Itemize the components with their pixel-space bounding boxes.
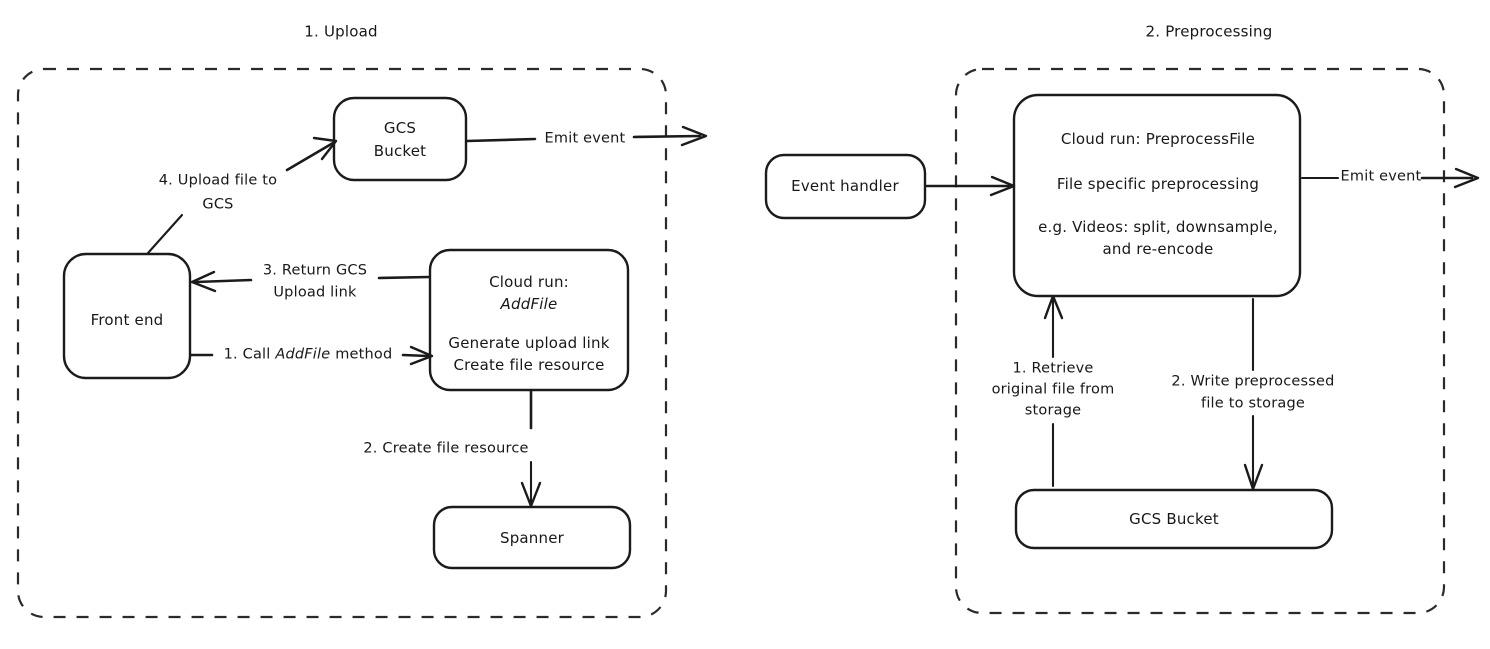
node-spanner[interactable]: [432, 505, 632, 570]
arrowhead-emit-event-right: [1453, 167, 1480, 189]
edge-label-retrieve-line3: storage: [1024, 402, 1082, 419]
edge-return-gcs-link-seg2: [194, 278, 253, 284]
node-label-preprocessfile-line4: and re-encode: [1102, 240, 1214, 258]
arrowhead-create-file-resource: [520, 481, 542, 508]
group-box-upload: [16, 67, 668, 619]
edge-label-call-addfile-ital: AddFile: [275, 346, 331, 363]
arrowhead-upload-file-to-gcs: [312, 136, 338, 161]
node-label-spanner: Spanner: [499, 529, 565, 547]
node-cloud-run-addfile[interactable]: [428, 248, 630, 392]
edge-label-call-addfile-method: 1. Call AddFile method: [224, 345, 393, 366]
edge-label-return-gcs-link-line1: 3. Return GCS: [262, 262, 368, 279]
node-label-preprocessfile-line2: File specific preprocessing: [1056, 175, 1260, 193]
edge-label-call-addfile-suffix: method: [330, 346, 393, 363]
edge-label-return-gcs-link-line2: Upload link: [273, 284, 357, 301]
group-title-upload: 1. Upload: [304, 22, 378, 41]
group-title-preprocessing: 2. Preprocessing: [1145, 22, 1273, 41]
edge-upload-file-to-gcs-lower: [146, 213, 184, 255]
edge-label-upload-file-to-gcs-line1: 4. Upload file to: [158, 172, 278, 189]
arrowhead-call-addfile: [409, 345, 434, 366]
edge-label-create-file-resource: 2. Create file resource: [363, 440, 529, 457]
edge-label-write-line1: 2. Write preprocessed: [1171, 373, 1335, 390]
node-gcs-bucket-right[interactable]: [1014, 488, 1334, 550]
edge-label-write-line2: file to storage: [1201, 395, 1305, 412]
node-label-addfile-line2: AddFile: [500, 295, 558, 313]
arrowhead-retrieve: [1043, 294, 1064, 320]
node-label-addfile-line4: Create file resource: [453, 356, 605, 374]
edge-call-addfile-seg2: [401, 353, 430, 358]
group-box-preprocessing: [954, 67, 1446, 615]
arrowhead-write: [1243, 463, 1264, 491]
edge-upload-file-to-gcs-upper: [285, 141, 335, 172]
node-label-gcs-bucket-left-line2: Bucket: [373, 142, 427, 160]
edge-label-upload-file-to-gcs-line2: GCS: [202, 196, 234, 213]
node-label-event-handler: Event handler: [791, 177, 899, 195]
edge-label-retrieve-line2: original file from: [991, 381, 1115, 398]
arrowhead-event-handler-to-preprocess: [989, 175, 1016, 197]
node-label-preprocessfile-line3: e.g. Videos: split, downsample,: [1038, 218, 1278, 236]
node-event-handler[interactable]: [764, 153, 927, 220]
edge-return-gcs-link-seg1: [377, 275, 431, 280]
node-label-front-end: Front end: [90, 311, 164, 329]
node-cloud-run-preprocessfile[interactable]: [1012, 93, 1302, 298]
node-label-gcs-bucket-left-line1: GCS: [383, 119, 417, 137]
node-front-end[interactable]: [62, 252, 192, 380]
edge-label-retrieve-line1: 1. Retrieve: [1012, 360, 1094, 377]
node-label-preprocessfile-line1: Cloud run: PreprocessFile: [1060, 130, 1256, 148]
node-label-gcs-bucket-right: GCS Bucket: [1129, 510, 1219, 528]
node-label-addfile-line3: Generate upload link: [448, 334, 610, 352]
edge-label-call-addfile-prefix: 1. Call: [223, 346, 276, 363]
node-gcs-bucket-left[interactable]: [332, 96, 468, 182]
node-label-addfile-line1: Cloud run:: [489, 273, 569, 291]
edge-emit-event-left-seg1: [465, 137, 537, 143]
arrowhead-emit-event-left: [680, 125, 708, 147]
edge-emit-event-left-seg2: [632, 134, 702, 139]
edge-label-emit-event-left: Emit event: [544, 130, 626, 147]
arrowhead-return-gcs-link: [190, 270, 217, 293]
edge-label-emit-event-right: Emit event: [1340, 168, 1422, 185]
